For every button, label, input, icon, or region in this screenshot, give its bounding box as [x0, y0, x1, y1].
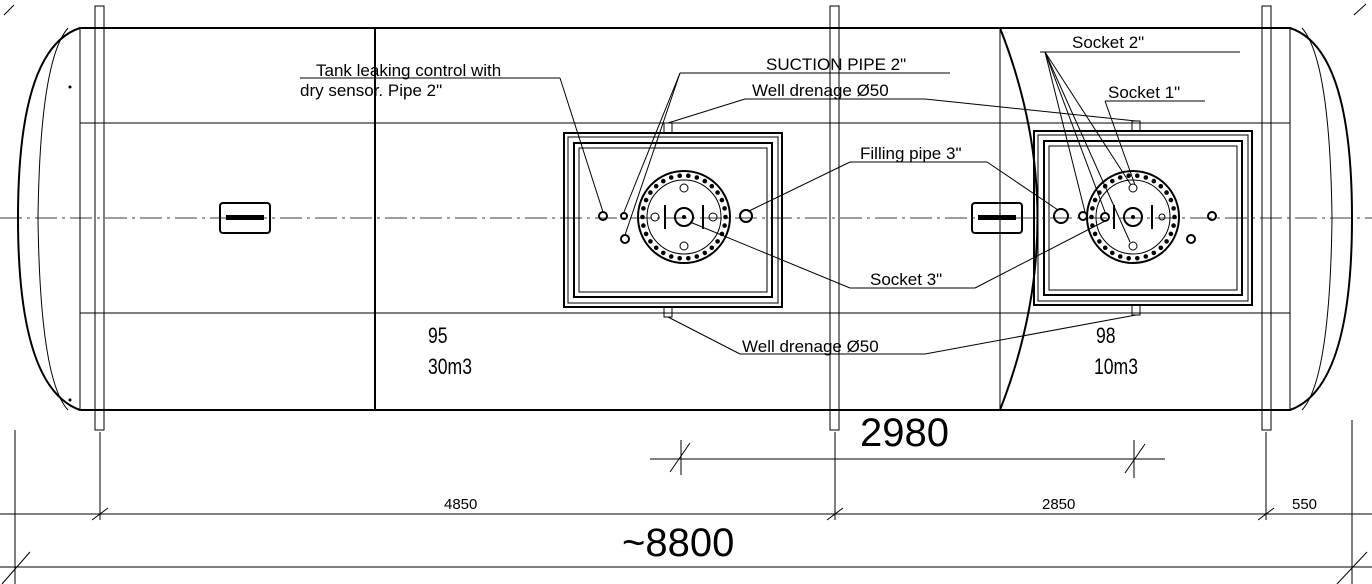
flange-bolt — [1102, 245, 1108, 251]
flange-bolt — [1143, 175, 1149, 180]
flange-bolt — [1117, 254, 1123, 259]
flange-bolt — [715, 239, 720, 244]
flange-bolt — [643, 231, 649, 237]
flange-bolt — [1171, 223, 1176, 228]
flange-bolt — [1110, 250, 1115, 256]
label-socket-2: Socket 2" — [1072, 33, 1144, 52]
flange-bolt — [653, 245, 659, 251]
support-columns — [94, 5, 1272, 431]
label-filling-pipe: Filling pipe 3" — [860, 144, 961, 163]
manhole-1 — [563, 122, 783, 318]
label-well-drenage-top: Well drenage Ø50 — [752, 81, 889, 100]
flange-bolt — [1168, 197, 1174, 203]
flange-bolt — [694, 175, 700, 180]
flange-bolt — [702, 178, 708, 184]
flange-bolt — [1126, 255, 1131, 261]
leader-lines — [300, 51, 1240, 355]
flange-bolt — [1151, 250, 1157, 256]
label-socket-3: Socket 3" — [870, 270, 942, 289]
dimension-2980: 2980 — [860, 411, 949, 455]
flange-bolt — [1110, 178, 1115, 184]
flange-bolt — [661, 250, 666, 256]
flange-bolt — [640, 214, 645, 220]
label-tank-leaking-2: dry sensor. Pipe 2" — [300, 81, 442, 100]
flange-bolt — [686, 173, 691, 178]
flange-bolt — [1171, 206, 1176, 211]
compartment-1-volume: 30m3 — [428, 355, 472, 379]
flange-bolt — [722, 206, 727, 211]
flange-bolt — [653, 183, 659, 189]
flange-bolt — [722, 223, 727, 228]
flange-bolt — [1126, 173, 1131, 178]
dimension-lines: 2980 4850 2850 550 ~8800 — [0, 3, 1372, 584]
flange-bolt — [719, 197, 725, 203]
flange-bolt — [1168, 231, 1174, 237]
flange-bolt — [668, 175, 674, 180]
flange-bolt — [641, 206, 646, 211]
flange-bolt — [723, 214, 728, 220]
flange-bolt — [643, 197, 649, 203]
annotations: Tank leaking control with dry sensor. Pi… — [300, 33, 1180, 380]
flange-bolt — [648, 190, 653, 195]
flange-bolt — [715, 190, 720, 195]
flange-bolt — [686, 255, 691, 261]
flange-bolt — [648, 239, 653, 244]
flange-bolt — [1090, 206, 1095, 211]
flange-bolt — [1151, 178, 1157, 184]
dimension-4850: 4850 — [444, 496, 477, 513]
flange-bolt — [1135, 173, 1140, 178]
label-suction-pipe: SUCTION PIPE 2" — [766, 55, 906, 74]
label-well-drenage-bottom: Well drenage Ø50 — [742, 337, 879, 356]
level-indicators — [219, 202, 1023, 234]
flange-bolt — [1164, 190, 1169, 195]
flange-bolt — [702, 250, 708, 256]
dimension-2850: 2850 — [1042, 496, 1075, 513]
dimension-total: ~8800 — [622, 521, 734, 565]
dimension-550: 550 — [1292, 496, 1317, 513]
label-tank-leaking-1: Tank leaking control with — [316, 61, 501, 80]
flange-bolt — [1172, 214, 1177, 220]
bolt-ring-1 — [640, 173, 728, 261]
manhole-2 — [1033, 120, 1253, 316]
flange-bolt — [1117, 175, 1123, 180]
flange-bolt — [709, 245, 715, 251]
flange-bolt — [661, 178, 666, 184]
compartment-2-number: 98 — [1096, 324, 1116, 348]
label-socket-1: Socket 1" — [1108, 83, 1180, 102]
flange-bolt — [668, 254, 674, 259]
flange-bolt — [1089, 214, 1094, 220]
flange-bolt — [1092, 197, 1098, 203]
flange-bolt — [1135, 255, 1140, 261]
compartment-2-volume: 10m3 — [1094, 355, 1138, 379]
flange-bolt — [641, 223, 646, 228]
flange-bolt — [677, 255, 682, 261]
flange-bolt — [677, 173, 682, 178]
flange-bolt — [1143, 254, 1149, 259]
flange-bolt — [1164, 239, 1169, 244]
flange-bolt — [1092, 231, 1098, 237]
bolt-ring-2 — [1089, 173, 1177, 261]
flange-bolt — [1158, 245, 1164, 251]
flange-bolt — [694, 254, 700, 259]
flange-bolt — [1097, 239, 1102, 244]
tank-shell — [16, 27, 1354, 411]
flange-bolt — [709, 183, 715, 189]
compartment-1-number: 95 — [428, 324, 448, 348]
flange-bolt — [1158, 183, 1164, 189]
